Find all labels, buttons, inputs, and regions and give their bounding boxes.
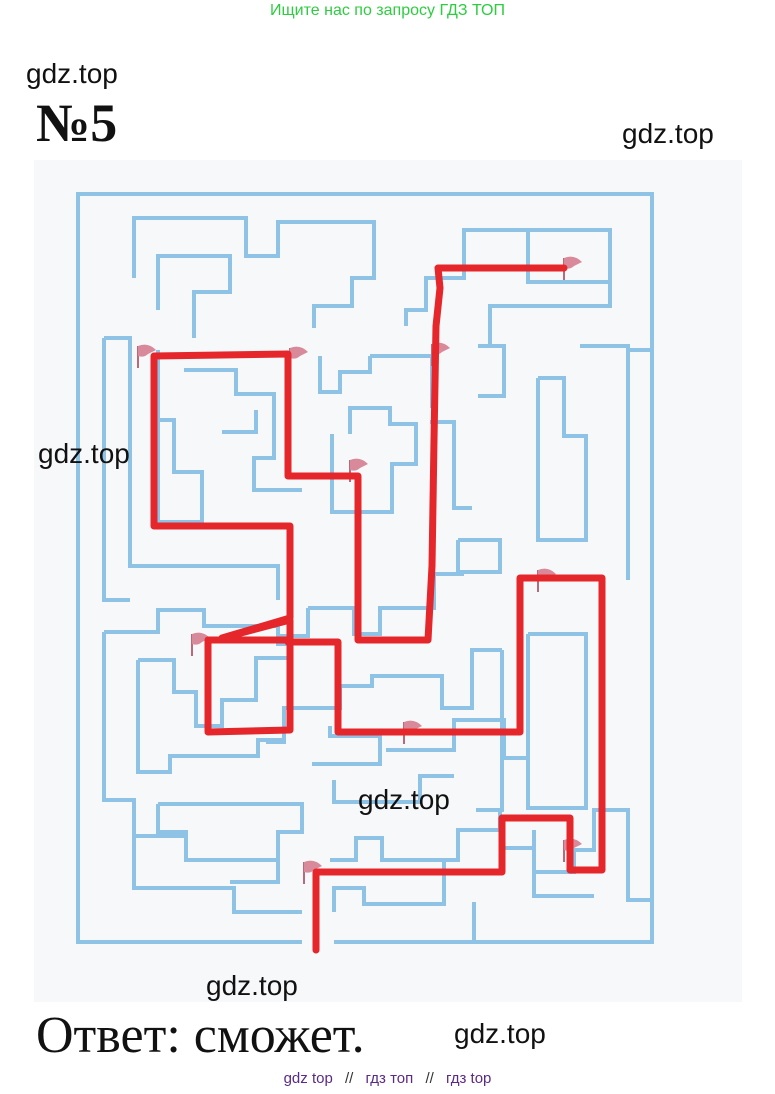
task-number: №5 xyxy=(36,93,118,153)
footer-link[interactable]: гдз top xyxy=(445,1070,492,1087)
watermark: gdz.top xyxy=(206,970,298,1001)
footer-separator: // xyxy=(425,1070,434,1087)
footer-separator: // xyxy=(344,1070,354,1087)
answer-text: Ответ: сможет. xyxy=(36,1007,365,1064)
footer-link[interactable]: gdz top xyxy=(283,1070,333,1087)
maze-background xyxy=(34,160,742,1002)
flag-icon xyxy=(303,860,322,884)
watermark: gdz.top xyxy=(454,1018,546,1049)
flag-icon xyxy=(137,344,156,368)
maze-svg xyxy=(34,160,742,1002)
top-banner[interactable]: Ищите нас по запросу ГДЗ ТОП xyxy=(270,2,505,19)
maze-figure xyxy=(34,160,742,1002)
watermark: gdz.top xyxy=(26,58,118,89)
footer-links: gdz top // гдз топ // гдз top xyxy=(0,1070,775,1087)
flag-icon xyxy=(191,632,210,656)
footer-link[interactable]: гдз топ xyxy=(365,1070,414,1087)
watermark: gdz.top xyxy=(358,784,450,815)
watermark: gdz.top xyxy=(38,438,130,469)
watermark: gdz.top xyxy=(622,118,714,149)
solution-path xyxy=(150,264,606,954)
